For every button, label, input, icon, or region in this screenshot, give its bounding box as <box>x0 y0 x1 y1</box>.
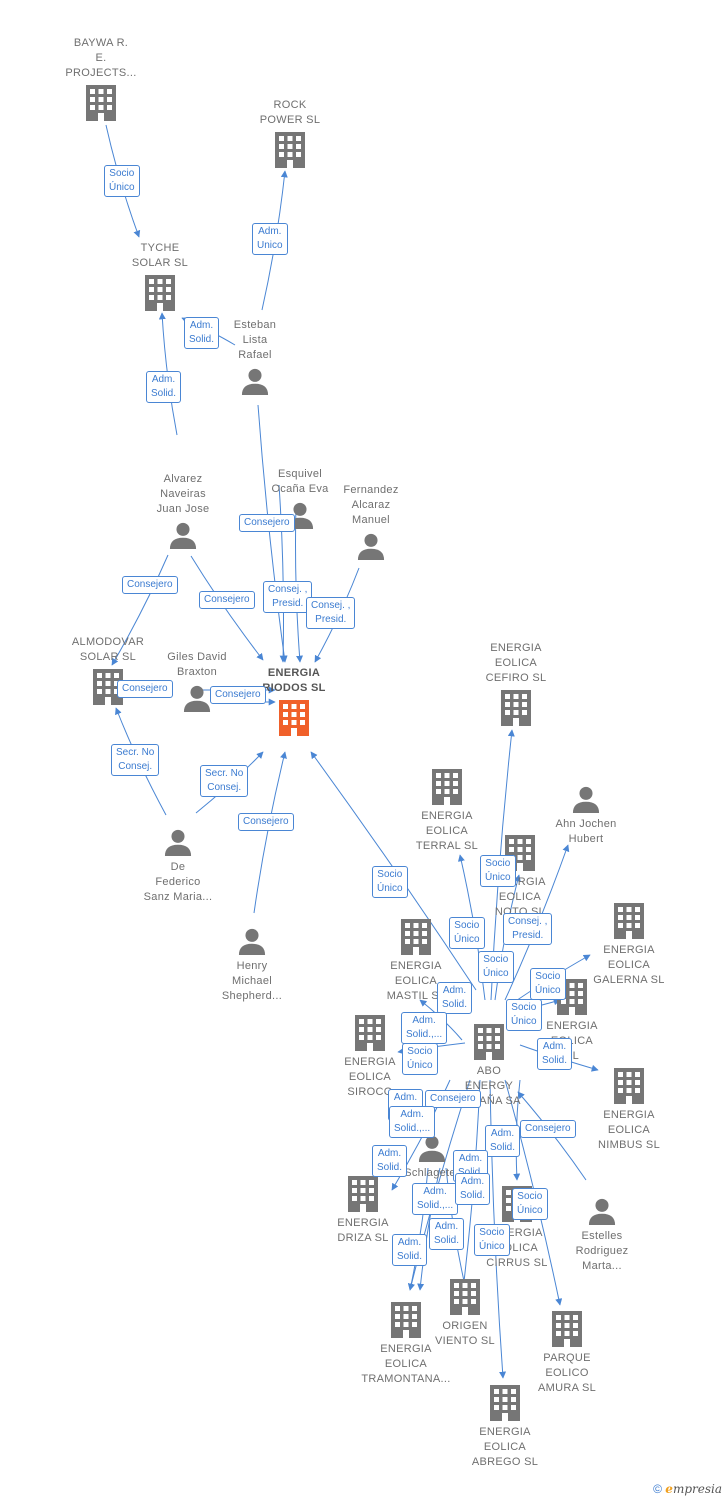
node-label-giles[interactable]: Giles David Braxton <box>167 651 227 678</box>
edge-label[interactable]: Socio Único <box>506 999 542 1031</box>
person-icon[interactable] <box>164 829 192 856</box>
person-icon[interactable] <box>357 533 385 560</box>
person-icon[interactable] <box>588 1198 616 1225</box>
building-icon[interactable] <box>275 132 305 168</box>
edge-label[interactable]: Adm. Solid. <box>455 1173 491 1205</box>
node-label-amura[interactable]: PARQUE EOLICO AMURA SL <box>537 1352 597 1394</box>
building-icon[interactable] <box>432 769 462 805</box>
edge-label[interactable]: Socio Único <box>104 165 140 197</box>
node-label-esteban[interactable]: Esteban Lista Rafael <box>233 319 277 361</box>
edge-label[interactable]: Socio Único <box>480 855 516 887</box>
edge-label[interactable]: Adm. Unico <box>252 223 288 255</box>
edge-label[interactable]: Consejero <box>425 1090 481 1108</box>
node-label-defederico[interactable]: De Federico Sanz Maria... <box>143 861 213 903</box>
edge-label[interactable]: Socio Único <box>449 917 485 949</box>
node-label-esquivel[interactable]: Esquivel Ocaña Eva <box>271 468 329 495</box>
edge-label[interactable]: Adm. Solid.,... <box>401 1012 448 1044</box>
building-icon[interactable] <box>501 690 531 726</box>
node-label-galerna[interactable]: ENERGIA EOLICA GALERNA SL <box>593 944 665 986</box>
edge-label[interactable]: Adm. Solid.,... <box>389 1106 436 1138</box>
edge-label[interactable]: Secr. No Consej. <box>111 744 160 776</box>
node-label-alvarez[interactable]: Alvarez Naveiras Juan Jose <box>156 473 210 515</box>
building-icon[interactable] <box>614 903 644 939</box>
node-label-main[interactable]: ENERGIA RIODOS SL <box>262 667 326 694</box>
edge-label[interactable]: Socio Único <box>512 1188 548 1220</box>
edge-label[interactable]: Adm. Solid. <box>537 1038 573 1070</box>
edge-label[interactable]: Adm. Solid. <box>146 371 182 403</box>
edge-label[interactable]: Adm. Solid. <box>372 1145 408 1177</box>
edge-label[interactable]: Consejero <box>117 680 173 698</box>
node-label-ahn[interactable]: Ahn Jochen Hubert <box>555 818 617 845</box>
person-icon[interactable] <box>572 786 600 813</box>
relation-edge <box>417 1167 441 1291</box>
node-label-origen[interactable]: ORIGEN VIENTO SL <box>435 1320 495 1347</box>
edge-label[interactable]: Socio Único <box>530 968 566 1000</box>
edge-label[interactable]: Socio Único <box>478 951 514 983</box>
node-label-tramontana[interactable]: ENERGIA EOLICA TRAMONTANA... <box>361 1343 451 1385</box>
relation-edge <box>278 484 287 663</box>
node-label-siroco[interactable]: ENERGIA EOLICA SIROCO <box>344 1056 396 1098</box>
footer: © empresia <box>653 1482 722 1496</box>
node-label-estelles[interactable]: Estelles Rodriguez Marta... <box>575 1230 629 1272</box>
node-label-henry[interactable]: Henry Michael Shepherd... <box>221 960 283 1002</box>
edge-label[interactable]: Secr. No Consej. <box>200 765 249 797</box>
node-label-tyche[interactable]: TYCHE SOLAR SL <box>131 242 189 269</box>
edge-label[interactable]: Adm. Solid. <box>429 1218 465 1250</box>
edge-label[interactable]: Socio Único <box>372 866 408 898</box>
building-icon[interactable] <box>279 700 309 736</box>
edge-label[interactable]: Consej. , Presid. <box>263 581 313 613</box>
edge-label[interactable]: Adm. Solid. <box>184 317 220 349</box>
node-label-abrego[interactable]: ENERGIA EOLICA ABREGO SL <box>471 1426 539 1468</box>
node-label-bayway[interactable]: BAYWA R. E. PROJECTS... <box>65 37 137 79</box>
edge-label[interactable]: Socio Único <box>402 1043 438 1075</box>
person-icon[interactable] <box>238 928 266 955</box>
node-label-terral[interactable]: ENERGIA EOLICA TERRAL SL <box>415 810 479 852</box>
relation-edge <box>111 554 169 666</box>
edge-label[interactable]: Adm. Solid. <box>437 982 473 1014</box>
edge-label[interactable]: Adm. Solid.,... <box>412 1183 459 1215</box>
person-icon[interactable] <box>169 522 197 549</box>
edge-label[interactable]: Consejero <box>238 813 294 831</box>
building-icon[interactable] <box>474 1024 504 1060</box>
node-label-almodovar[interactable]: ALMODOVAR SOLAR SL <box>71 636 145 663</box>
building-icon[interactable] <box>450 1279 480 1315</box>
relation-edge <box>257 404 288 663</box>
relation-edge <box>253 751 287 914</box>
node-label-mastil[interactable]: ENERGIA EOLICA MASTIL SL <box>386 960 445 1002</box>
relation-edge <box>407 1167 429 1291</box>
edge-label[interactable]: Consejero <box>210 686 266 704</box>
copyright-symbol: © <box>653 1482 662 1496</box>
edge-label[interactable]: Consejero <box>239 514 295 532</box>
edge-label[interactable]: Consej. , Presid. <box>503 913 553 945</box>
edge-label[interactable]: Consejero <box>122 576 178 594</box>
empresia-logo[interactable]: empresia <box>665 1482 722 1496</box>
edge-label[interactable]: Consejero <box>520 1120 576 1138</box>
building-icon[interactable] <box>552 1311 582 1347</box>
node-label-rock[interactable]: ROCK POWER SL <box>259 99 321 126</box>
building-icon[interactable] <box>614 1068 644 1104</box>
node-label-cefiro[interactable]: ENERGIA EOLICA CEFIRO SL <box>485 642 547 684</box>
edge-label[interactable]: Consejero <box>199 591 255 609</box>
person-icon[interactable] <box>418 1135 446 1162</box>
building-icon[interactable] <box>401 919 431 955</box>
building-icon[interactable] <box>355 1015 385 1051</box>
edge-label[interactable]: Consej. , Presid. <box>306 597 356 629</box>
node-label-fernandez[interactable]: Fernandez Alcaraz Manuel <box>343 484 399 526</box>
building-icon[interactable] <box>145 275 175 311</box>
node-label-nimbus[interactable]: ENERGIA EOLICA NIMBUS SL <box>598 1109 660 1151</box>
person-icon[interactable] <box>241 368 269 395</box>
edge-label[interactable]: Adm. Solid. <box>392 1234 428 1266</box>
edge-label[interactable]: Socio Único <box>474 1224 510 1256</box>
node-label-driza[interactable]: ENERGIA DRIZA SL <box>337 1217 389 1244</box>
building-icon[interactable] <box>86 85 116 121</box>
edge-label[interactable]: Adm. Solid. <box>485 1125 521 1157</box>
